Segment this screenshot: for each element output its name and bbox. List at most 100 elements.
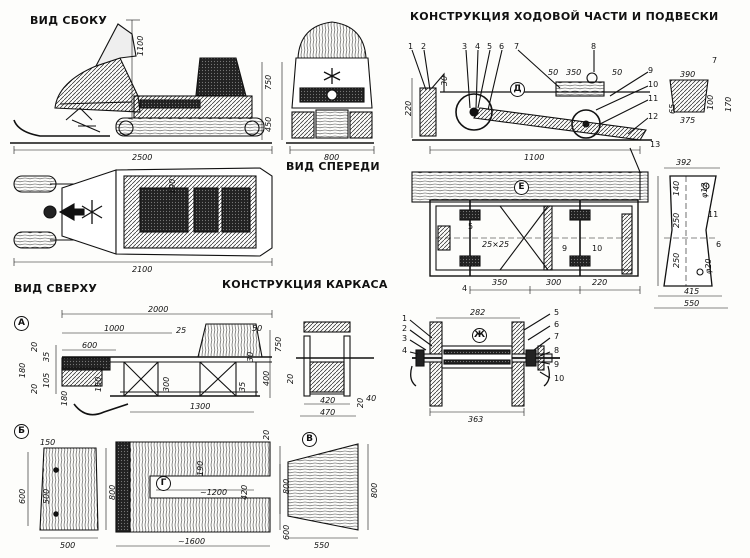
axle-callout-6: 6 [554,320,560,329]
section-letter-d: Д [510,82,525,97]
axle-callout-5: 5 [554,308,560,317]
callout-7b: 7 [712,56,718,65]
dim-top-2100: 2100 [132,265,153,274]
dim-frame-180: 180 [18,362,27,378]
dim-frame-150: 150 [94,376,103,392]
dim-susp-1100: 1100 [524,153,545,162]
callout-e-5: 5 [468,222,474,231]
dim-frame-20d: 20 [356,397,365,408]
dim-susp-220: 220 [404,100,413,116]
dim-top-190: 190 [168,178,177,194]
callout-12: 12 [648,112,659,121]
dim-frame-750: 750 [274,336,283,352]
dim-e-220: 220 [592,278,608,287]
callout-5: 5 [487,42,493,51]
dim-g-1200: ~1200 [200,488,228,497]
side-view-drawing [10,19,273,154]
dim-frame-420: 420 [320,396,336,405]
dim-frame-50: 50 [252,324,263,333]
dim-susp-65: 65 [668,103,677,114]
callout-13: 13 [650,140,661,149]
axle-drawing [409,313,560,416]
dim-axle-363: 363 [468,415,484,424]
axle-callout-1: 1 [402,314,408,323]
dim-p-550: 550 [684,299,700,308]
dim-axle-282: 282 [470,308,486,317]
dim-susp-170: 170 [724,96,733,112]
dim-e-25x25: 25×25 [482,240,510,249]
dim-frame-600: 600 [82,341,98,350]
callout-p-6: 6 [716,240,722,249]
dim-b-500: 500 [42,488,51,504]
dim-frame-30: 30 [246,351,255,362]
dim-side-450: 450 [264,116,273,132]
callout-6: 6 [499,42,505,51]
dim-susp-100: 100 [706,94,715,110]
suspension-top-drawing [411,147,649,294]
section-letter-g: Г [156,476,171,491]
dim-susp-390: 390 [680,70,696,79]
dim-frame-300: 300 [162,376,171,392]
callout-e-10: 10 [592,244,603,253]
dim-p-250b: 250 [672,252,681,268]
front-view-title: ВИД СПЕРЕДИ [286,160,380,173]
dim-side-1100: 1100 [136,35,145,56]
dim-frame-20a: 20 [30,341,39,352]
dim-susp-375: 375 [680,116,696,125]
dim-frame-35: 35 [42,351,51,362]
top-view-title: ВИД СВЕРХУ [14,282,98,295]
dim-frame-20b: 20 [30,383,39,394]
dim-side-750: 750 [264,74,273,90]
section-letter-zh: Ж [472,328,487,343]
axle-callout-7: 7 [554,332,560,341]
dim-frame-470: 470 [320,408,336,417]
suspension-part-drawing [654,167,728,309]
section-letter-v: В [302,432,317,447]
section-letter-b: Б [14,424,29,439]
dim-frame-20c: 20 [286,373,295,384]
dim-frame-20e: 20 [262,429,271,440]
axle-callout-2: 2 [402,324,408,333]
dim-b-600: 600 [18,488,27,504]
panel-b-drawing [27,447,107,539]
dim-side-2500: 2500 [132,153,153,162]
dim-susp-50b: 50 [612,68,623,77]
dim-e-350: 350 [492,278,508,287]
callout-7: 7 [514,42,520,51]
section-letter-a: А [14,316,29,331]
dim-frame-1000: 1000 [104,324,125,333]
callout-p-11: 11 [708,210,719,219]
dim-p-phi20: φ20 [704,258,713,274]
dim-front-800: 800 [324,153,340,162]
front-view-drawing [281,21,375,154]
top-view-drawing [13,167,273,266]
callout-1: 1 [408,42,414,51]
callout-e-4: 4 [462,284,468,293]
dim-frame-2000: 2000 [148,305,169,314]
dim-frame-40: 40 [366,394,377,403]
dim-p-392: 392 [676,158,692,167]
dim-p-250a: 250 [672,212,681,228]
callout-e-9: 9 [562,244,568,253]
dim-susp-50: 50 [548,68,559,77]
dim-frame-25: 25 [176,326,187,335]
section-letter-e: Е [514,180,529,195]
dim-p-phi12: φ12 [700,182,709,198]
dim-frame-35b: 35 [238,381,247,392]
axle-callout-10: 10 [554,374,565,383]
axle-callout-4: 4 [402,346,408,355]
callout-8: 8 [591,42,597,51]
callout-9: 9 [648,66,654,75]
dim-g-800: 800 [282,478,291,494]
dim-b-150: 150 [40,438,56,447]
suspension-design-title: КОНСТРУКЦИЯ ХОДОВОЙ ЧАСТИ И ПОДВЕСКИ [410,10,719,23]
dim-frame-1300: 1300 [190,402,211,411]
dim-p-140: 140 [672,180,681,196]
dim-frame-400: 400 [262,370,271,386]
frame-a-drawing [55,310,374,417]
dim-v-800: 800 [370,482,379,498]
dim-p-415: 415 [684,287,700,296]
frame-design-title: КОНСТРУКЦИЯ КАРКАСА [222,278,388,291]
